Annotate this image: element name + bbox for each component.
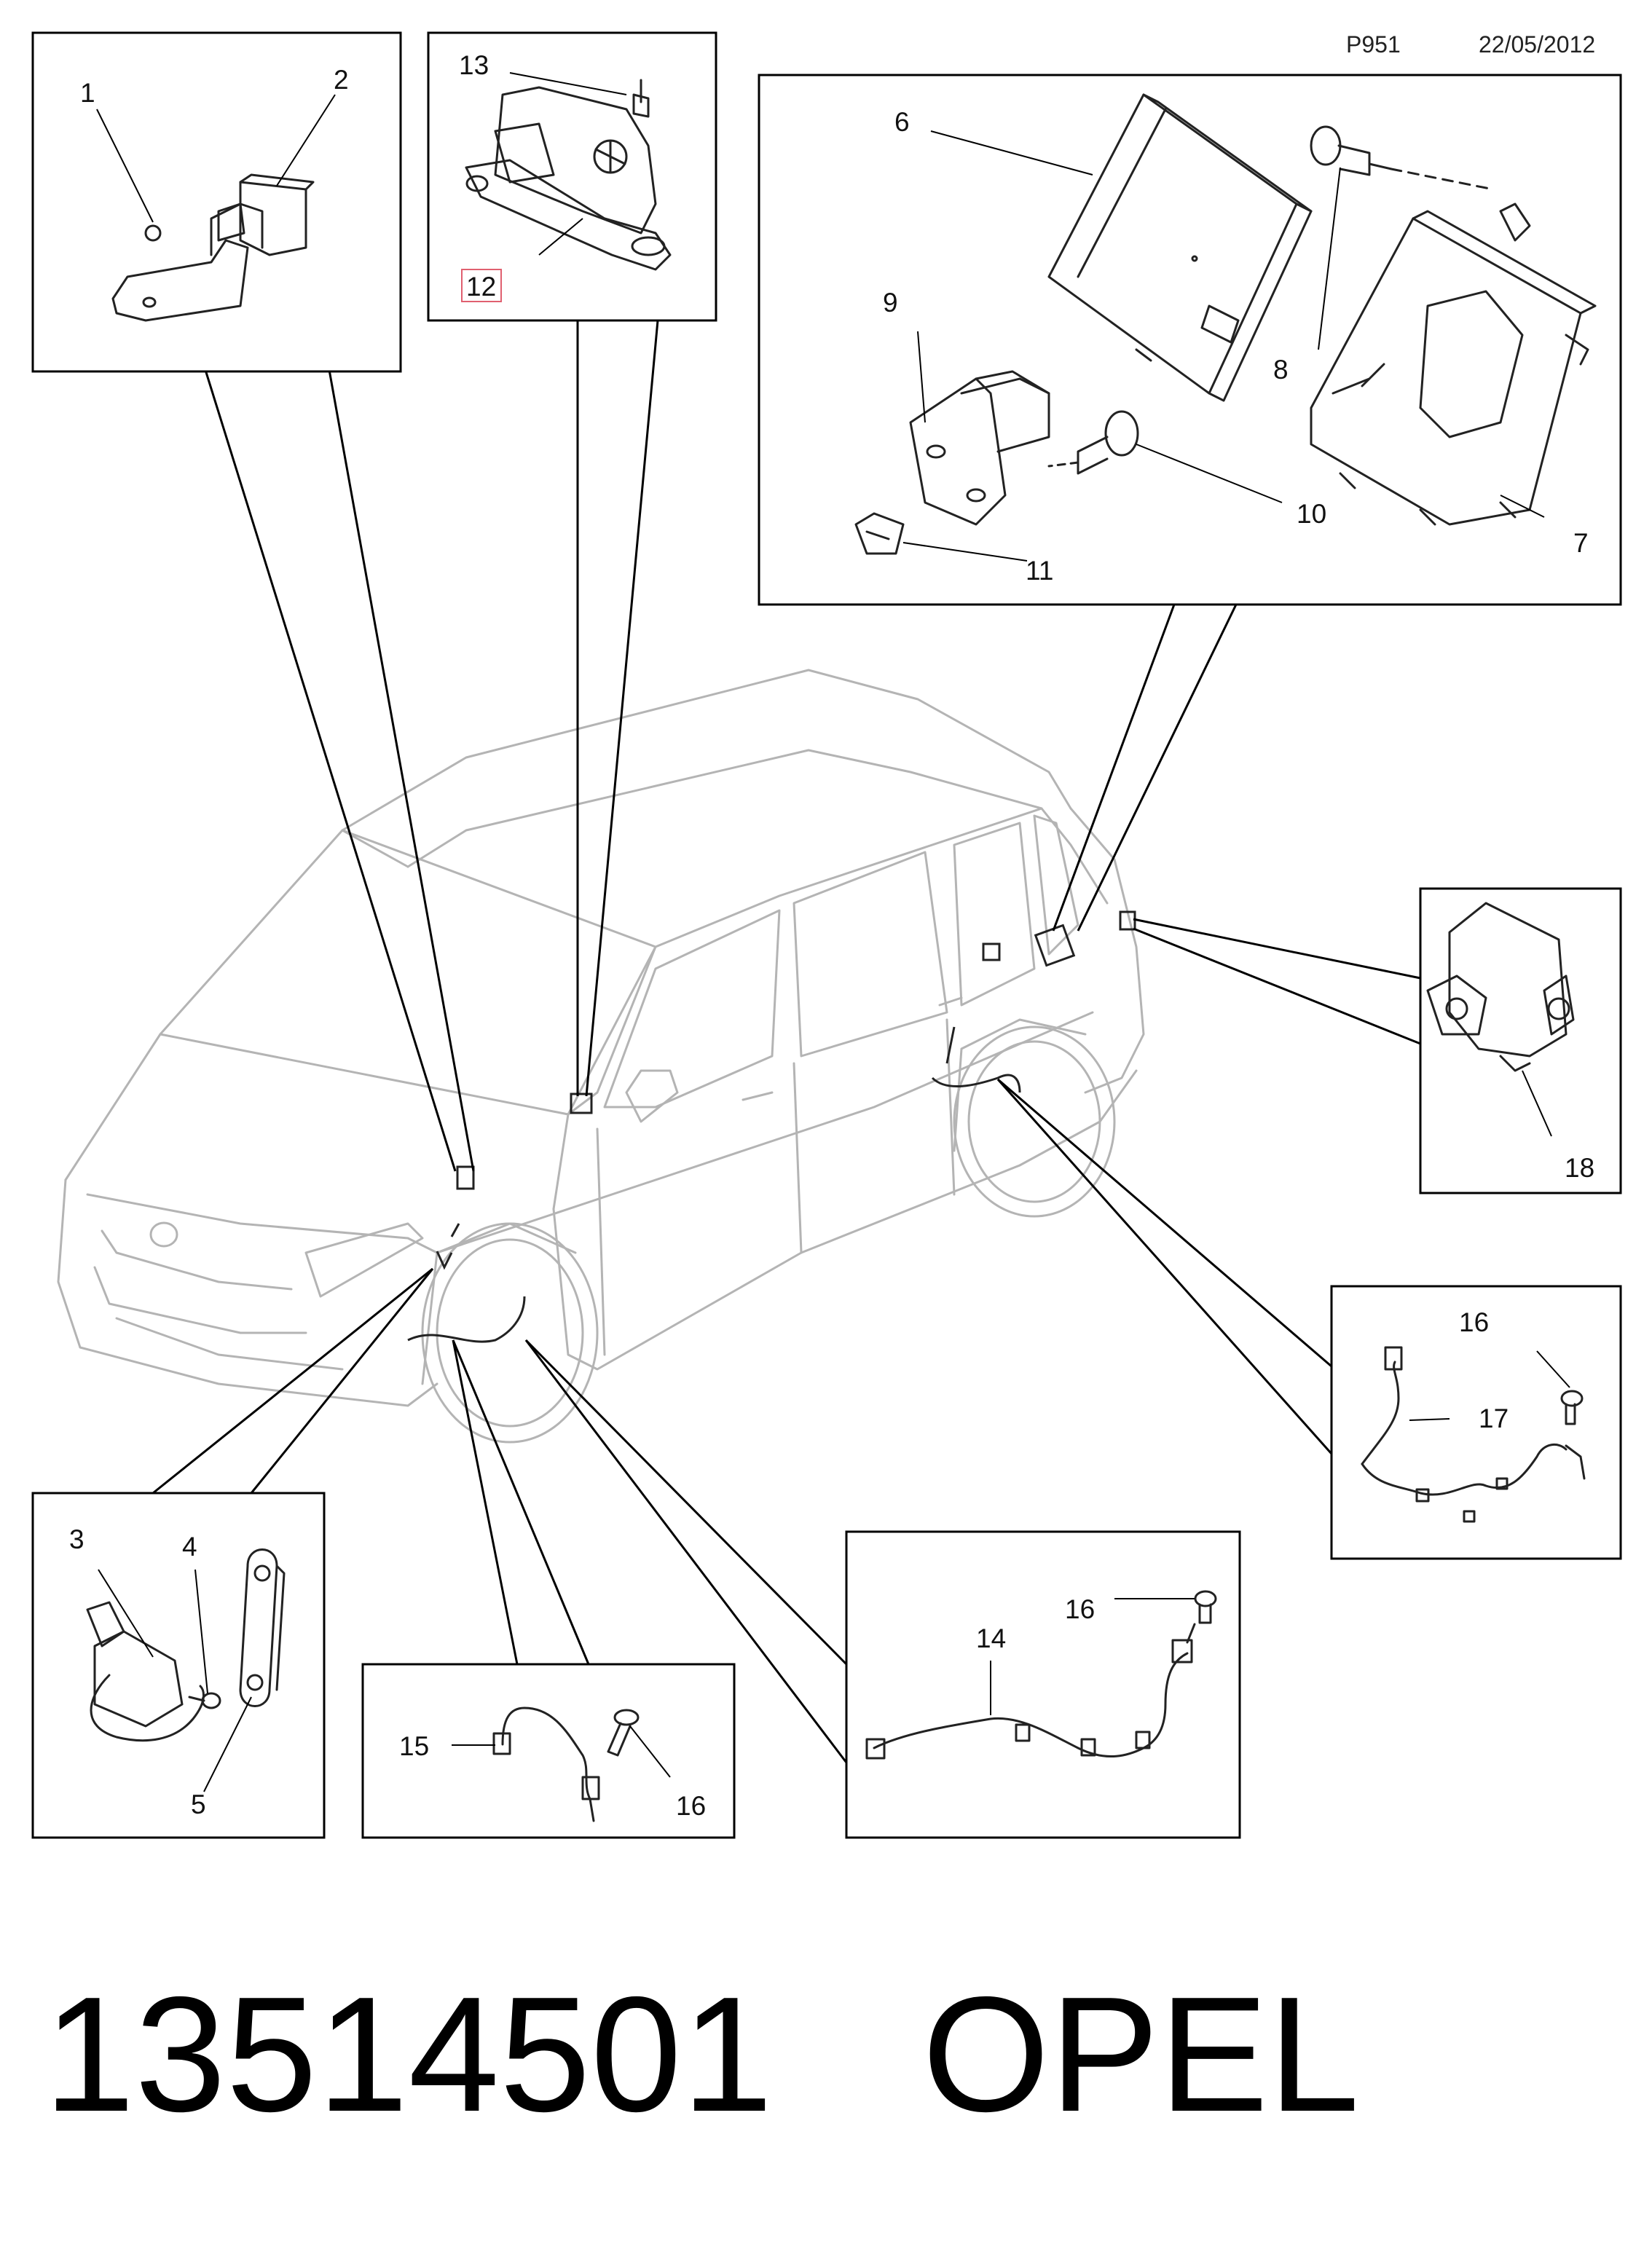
bolt-10-drawing	[1047, 410, 1139, 475]
callout-18: 18	[1565, 1153, 1594, 1183]
callout-12: 12	[466, 272, 496, 302]
callout-leaders	[96, 72, 1570, 1792]
callout-9: 9	[883, 288, 898, 318]
part-number-footer: 13514501 OPEL	[44, 1959, 1610, 2149]
bracket-9-drawing	[909, 370, 1050, 526]
callout-4: 4	[182, 1532, 197, 1562]
callout-5: 5	[191, 1790, 206, 1819]
callout-6: 6	[894, 107, 910, 137]
bolt-4-drawing	[188, 1692, 221, 1709]
callout-15: 15	[399, 1731, 429, 1761]
callout-17: 17	[1479, 1404, 1509, 1433]
bolt-8-drawing	[1310, 125, 1495, 191]
wheel-speed-harness-14-drawing	[865, 1623, 1196, 1760]
callout-16-right: 16	[1459, 1307, 1489, 1337]
leader-lines	[152, 320, 1421, 1763]
detail-box-14-16	[845, 1530, 1241, 1839]
callout-labels: 1 2 13 12 6 8 9 10 7 11 18 16 17 14 16 1…	[69, 50, 1594, 1821]
detail-boxes	[31, 31, 1622, 1839]
height-sensor-bracket-drawing	[111, 173, 315, 322]
callout-2: 2	[334, 65, 349, 95]
callout-7: 7	[1573, 528, 1589, 558]
callout-13: 13	[459, 50, 489, 80]
brand-name: OPEL	[922, 1962, 1360, 2146]
wheel-speed-harness-17-drawing	[1361, 1346, 1586, 1523]
detail-box-6-11	[758, 74, 1622, 606]
link-5-drawing	[239, 1548, 286, 1707]
bolt-16-mid-drawing	[1194, 1590, 1217, 1624]
detail-box-1-2	[31, 31, 402, 373]
module-18-drawing	[1426, 902, 1575, 1072]
detail-box-3-5	[31, 1492, 326, 1839]
callout-14: 14	[976, 1623, 1006, 1653]
vehicle-sensor-marks	[407, 910, 1136, 1343]
callout-3: 3	[69, 1524, 84, 1554]
diagram-date: 22/05/2012	[1479, 31, 1595, 58]
callout-11: 11	[1026, 556, 1053, 586]
bolt-16-right-drawing	[1560, 1390, 1584, 1425]
part-number: 13514501	[44, 1962, 774, 2146]
bolt-16-left-drawing	[607, 1709, 640, 1757]
control-module-6-drawing	[1047, 93, 1313, 402]
callout-10: 10	[1297, 499, 1326, 529]
sensor-module-drawing	[465, 79, 672, 271]
part-drawings	[86, 79, 1597, 1822]
callout-1: 1	[80, 78, 95, 108]
clip-11-drawing	[854, 512, 905, 555]
part-12-highlight	[461, 269, 502, 302]
callout-16-mid: 16	[1065, 1594, 1095, 1624]
detail-box-18	[1419, 887, 1622, 1194]
vehicle-outline	[57, 669, 1145, 1444]
detail-box-15-16	[361, 1663, 736, 1839]
page-code: P951	[1346, 31, 1401, 58]
detail-box-16-17	[1330, 1285, 1622, 1560]
wheel-speed-sensor-15-drawing	[492, 1706, 600, 1822]
callout-8: 8	[1273, 355, 1289, 385]
callout-16-left: 16	[676, 1791, 706, 1821]
